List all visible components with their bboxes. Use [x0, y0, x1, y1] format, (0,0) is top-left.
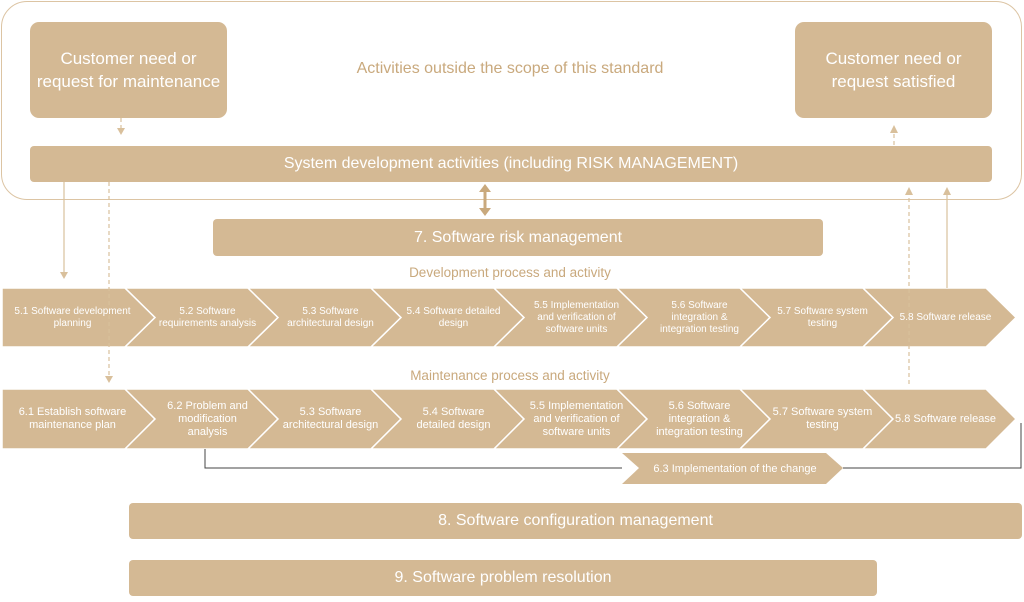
connector-line-left	[204, 449, 622, 469]
maint-chevron-8	[861, 388, 1018, 450]
arrow-head-maint-release-up	[905, 187, 913, 195]
maint-step-3: 5.3 Software architectural design	[282, 406, 379, 431]
arrow-head-release-up	[943, 187, 951, 195]
dev-step-2: 5.2 Software requirements analysis	[158, 305, 257, 329]
dev-step-5: 5.5 Implementation and verification of s…	[533, 299, 620, 335]
arrow-head-customer-need	[117, 128, 125, 135]
risk-arrow-down	[479, 208, 491, 216]
dev-step-6: 5.6 Software integration & integration t…	[660, 299, 739, 335]
maint-step-4: 5.4 Software detailed design	[416, 406, 491, 431]
risk-arrow-up	[479, 184, 491, 192]
customer-need-box: Customer need or request for maintenance	[30, 22, 227, 118]
connector-line-right	[843, 423, 1022, 469]
dev-process-label: Development process and activity	[409, 265, 611, 280]
risk-mgmt-label: 7. Software risk management	[413, 228, 623, 246]
customer-need-label: Customer need or request for maintenance	[36, 49, 221, 91]
dev-step-4: 5.4 Software detailed design	[406, 305, 501, 329]
scope-label: Activities outside the scope of this sta…	[356, 60, 664, 77]
scope-boundary	[1, 1, 1022, 200]
implementation-change-label: 6.3 Implementation of the change	[653, 462, 817, 475]
system-dev-bar: System development activities (including…	[30, 146, 992, 182]
config-mgmt-label: 8. Software configuration management	[438, 512, 713, 529]
maint-step-7: 5.7 Software system testing	[772, 406, 873, 431]
config-mgmt-bar: 8. Software configuration management	[129, 503, 1022, 539]
customer-satisfied-box: Customer need or request satisfied	[795, 22, 992, 118]
dev-step-3: 5.3 Software architectural design	[287, 305, 374, 329]
maint-step-1: 6.1 Establish software maintenance plan	[18, 406, 127, 431]
maint-step-8: 5.8 Software release	[895, 412, 996, 425]
maint-step-5: 5.5 Implementation and verification of s…	[529, 399, 624, 438]
maint-process-label: Maintenance process and activity	[410, 368, 610, 383]
dev-step-1: 5.1 Software development planning	[14, 305, 131, 329]
problem-resolution-bar: 9. Software problem resolution	[129, 560, 877, 596]
system-dev-label: System development activities (including…	[283, 155, 739, 172]
dev-step-7: 5.7 Software system testing	[777, 305, 868, 329]
maint-step-2: 6.2 Problem and modification analysis	[167, 399, 248, 438]
dev-chevron-8	[861, 287, 1018, 348]
dev-step-8: 5.8 Software release	[899, 311, 992, 323]
maint-step-6: 5.6 Software integration & integration t…	[656, 399, 743, 438]
arrow-head-dev-start	[60, 272, 68, 279]
customer-satisfied-label: Customer need or request satisfied	[825, 49, 962, 91]
implementation-change-shape	[622, 453, 843, 484]
arrow-head-maint-start	[105, 376, 113, 383]
arrow-head-to-satisfied	[890, 125, 898, 133]
risk-mgmt-bar: 7. Software risk management	[213, 219, 823, 256]
problem-resolution-label: 9. Software problem resolution	[394, 569, 612, 586]
